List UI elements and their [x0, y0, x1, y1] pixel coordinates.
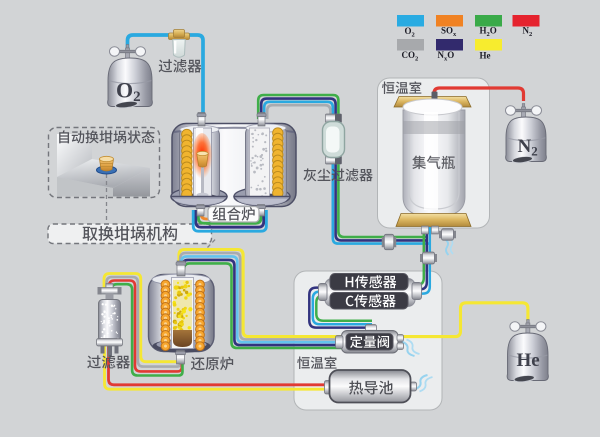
svg-text:H2O: H2O — [480, 26, 497, 39]
svg-text:O2: O2 — [405, 26, 415, 39]
svg-text:NxO: NxO — [438, 50, 455, 63]
svg-text:CO2: CO2 — [402, 50, 419, 63]
svg-text:SOx: SOx — [441, 26, 457, 39]
svg-text:He: He — [517, 350, 540, 371]
svg-text:He: He — [480, 51, 491, 61]
svg-text:N2: N2 — [523, 26, 533, 39]
